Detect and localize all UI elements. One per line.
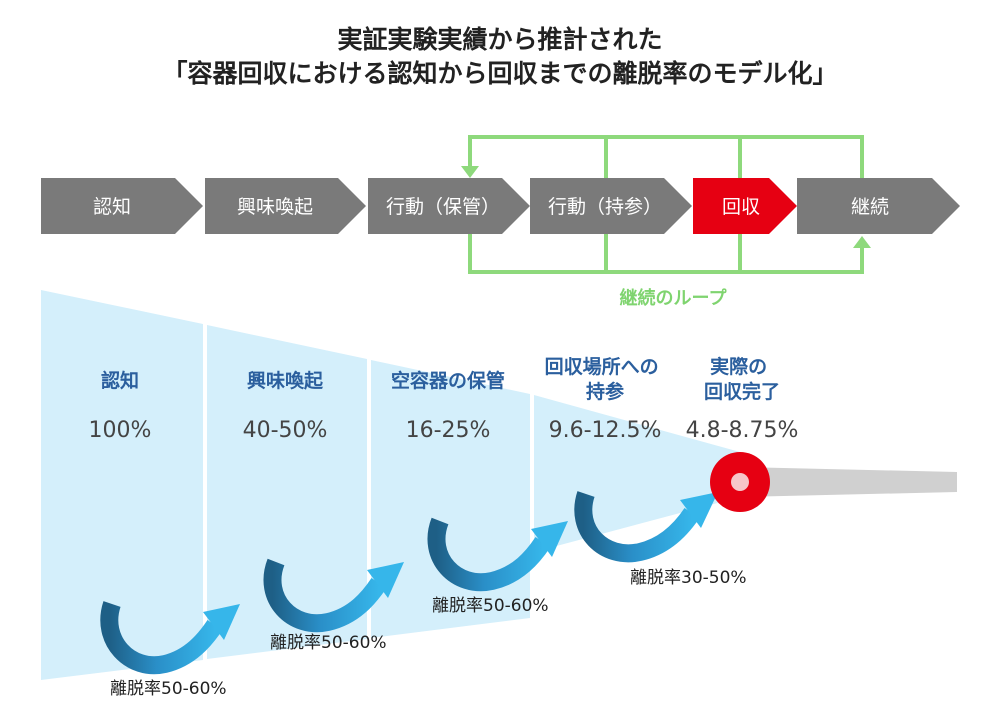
stage-chevron-2 [205,178,366,234]
funnel-segment-1 [41,290,203,680]
collection-target-icon [710,452,770,512]
loop-top-line [468,135,864,178]
stage-row: 認知 興味喚起 行動（保管） 行動（持参） 回収 継続 [41,178,960,234]
stage-label-3: 行動（保管） [386,196,500,218]
column-header-5: 実際の 回収完了 [704,355,780,403]
transition-arrow-1 [100,601,240,675]
loop-label: 継続のループ [620,287,728,309]
column-value-5: 4.8-8.75% [686,418,799,443]
dropout-label-1: 離脱率50-60% [110,679,227,699]
stage-label-5: 回収 [722,196,760,218]
title-line-1: 実証実験実績から推計された [337,25,663,54]
stage-chevron-4 [530,178,692,234]
funnel-segment-3 [371,360,530,638]
column-header-3: 空容器の保管 [391,369,505,392]
funnel-tail [740,467,957,497]
dropout-labels: 離脱率50-60% 離脱率50-60% 離脱率50-60% 離脱率30-50% [110,568,747,699]
column-value-2: 40-50% [243,418,328,443]
stage-chevron-5 [693,178,797,234]
loop-arrowhead-up [853,236,871,248]
title-line-2: 「容器回収における認知から回収までの離脱率のモデル化」 [162,59,838,88]
loop-bottom-line [468,234,864,274]
dropout-label-3: 離脱率50-60% [432,596,549,616]
column-value-4: 9.6-12.5% [549,418,662,443]
column-header-4: 回収場所への 持参 [545,356,666,403]
stage-label-6: 継続 [851,196,889,218]
transition-arrows [100,491,718,675]
column-value-1: 100% [89,418,152,443]
column-headers: 認知 興味喚起 空容器の保管 回収場所への 持参 実際の 回収完了 [101,355,780,403]
column-values: 100% 40-50% 16-25% 9.6-12.5% 4.8-8.75% [89,418,799,443]
stage-chevron-6 [797,178,960,234]
dropout-label-4: 離脱率30-50% [630,568,747,588]
stage-label-2: 興味喚起 [237,196,313,218]
transition-arrow-2 [263,558,404,633]
stage-label-1: 認知 [93,196,131,218]
funnel-segment-2 [207,325,367,659]
stage-chevron-3 [368,178,530,234]
column-value-3: 16-25% [406,418,491,443]
funnel [41,290,740,680]
loop-arrowhead-down [461,166,479,178]
stage-label-4: 行動（持参） [548,196,662,218]
column-header-2: 興味喚起 [247,369,324,392]
transition-arrow-4 [574,491,718,563]
transition-arrow-3 [427,517,568,592]
column-header-1: 認知 [101,369,139,392]
dropout-label-2: 離脱率50-60% [270,633,387,653]
stage-chevron-1 [41,178,203,234]
